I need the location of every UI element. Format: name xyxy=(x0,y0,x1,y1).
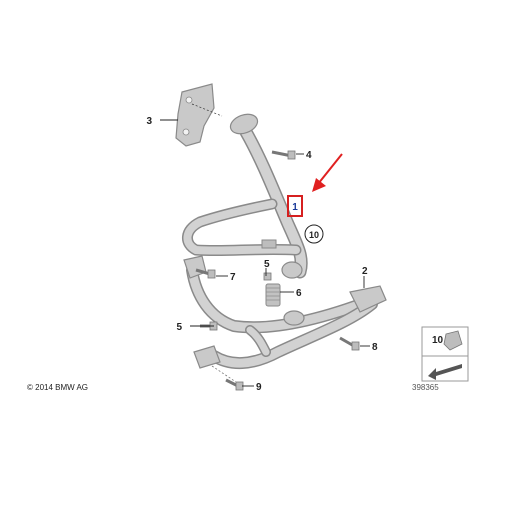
legend-symbol-box xyxy=(421,326,469,382)
bolt-7 xyxy=(195,268,216,279)
threaded-stud xyxy=(265,283,281,307)
callout-2: 2 xyxy=(362,266,368,277)
upper-clamp xyxy=(261,239,277,249)
bolt-9 xyxy=(211,365,244,391)
callout-1-highlight xyxy=(287,195,303,217)
lower-crash-bar xyxy=(183,255,387,370)
callout-10-circle xyxy=(304,224,324,244)
callout-6: 6 xyxy=(296,288,302,299)
callout-4: 4 xyxy=(306,150,312,161)
bolt-8 xyxy=(339,336,360,351)
red-arrow-icon xyxy=(312,153,343,192)
callout-3: 3 xyxy=(146,116,152,127)
upper-crash-bar xyxy=(182,113,308,279)
bolt-5-upper xyxy=(263,272,272,281)
legend-symbol-label: 10 xyxy=(432,335,444,346)
mounting-bracket xyxy=(175,83,223,147)
callout-5-upper: 5 xyxy=(264,259,270,270)
part-symbol-icon xyxy=(443,330,463,351)
callout-7: 7 xyxy=(230,272,236,283)
copyright-notice: © 2014 BMW AG xyxy=(27,383,89,392)
callout-10: 10 xyxy=(309,230,319,240)
callout-5-lower: 5 xyxy=(176,322,182,333)
callout-8: 8 xyxy=(372,342,378,353)
leader-lines xyxy=(160,119,370,387)
callout-1: 1 xyxy=(292,202,298,213)
installation-arrow-icon xyxy=(428,364,462,380)
callout-9: 9 xyxy=(256,382,262,393)
bolt-4 xyxy=(271,150,296,160)
diagram-number: 398365 xyxy=(412,383,439,392)
